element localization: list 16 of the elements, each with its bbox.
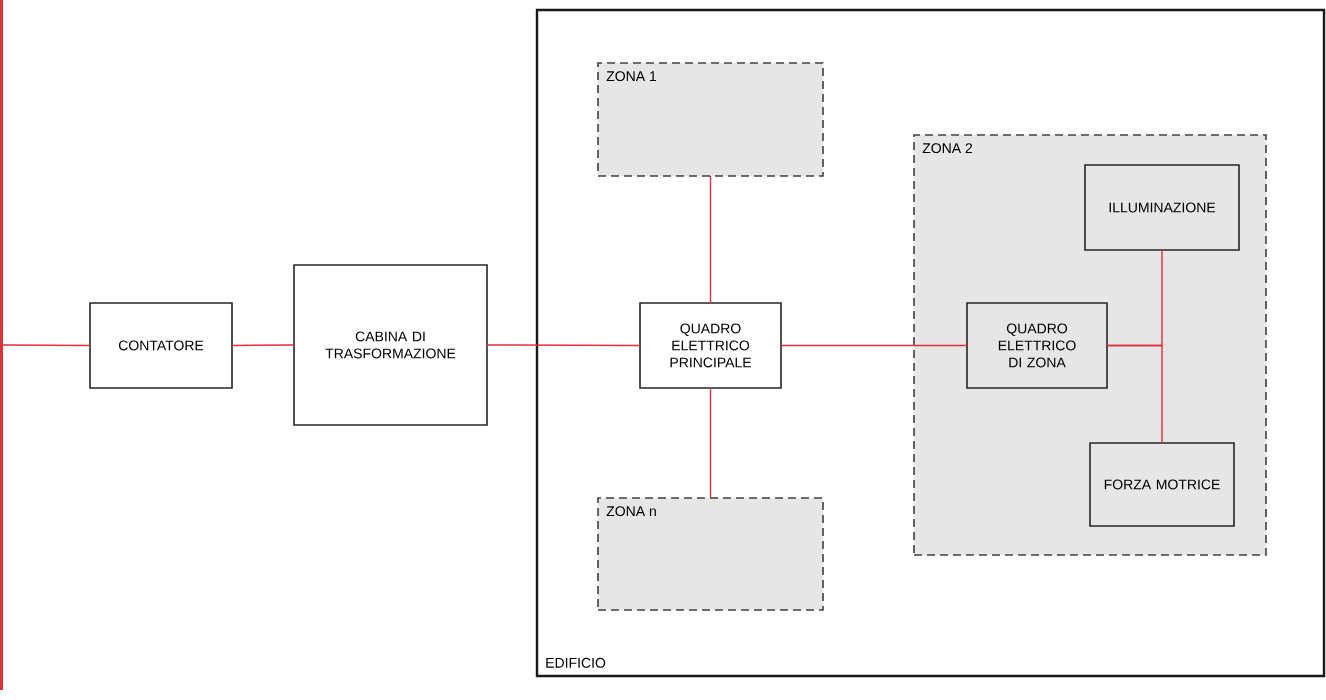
component-box: ILLUMINAZIONE: [1084, 164, 1240, 251]
component-box: QUADRO ELETTRICO DI ZONA: [966, 302, 1108, 389]
wire-line: [709, 175, 712, 304]
wire-line: [1106, 344, 1163, 444]
wire-line: [780, 344, 968, 347]
wire-line: [709, 387, 712, 499]
zone-box: ZONA n: [597, 497, 824, 611]
wire-line: [231, 344, 295, 347]
supply-line: [0, 0, 3, 690]
component-box: FORZA MOTRICE: [1089, 442, 1235, 527]
wire-line: [486, 344, 641, 347]
component-box: CABINA DI TRASFORMAZIONE: [293, 264, 488, 426]
zone-box: ZONA 1: [597, 62, 824, 177]
component-box: QUADRO ELETTRICO PRINCIPALE: [639, 302, 782, 389]
wire-line: [2, 344, 91, 347]
component-box: CONTATORE: [89, 302, 233, 389]
